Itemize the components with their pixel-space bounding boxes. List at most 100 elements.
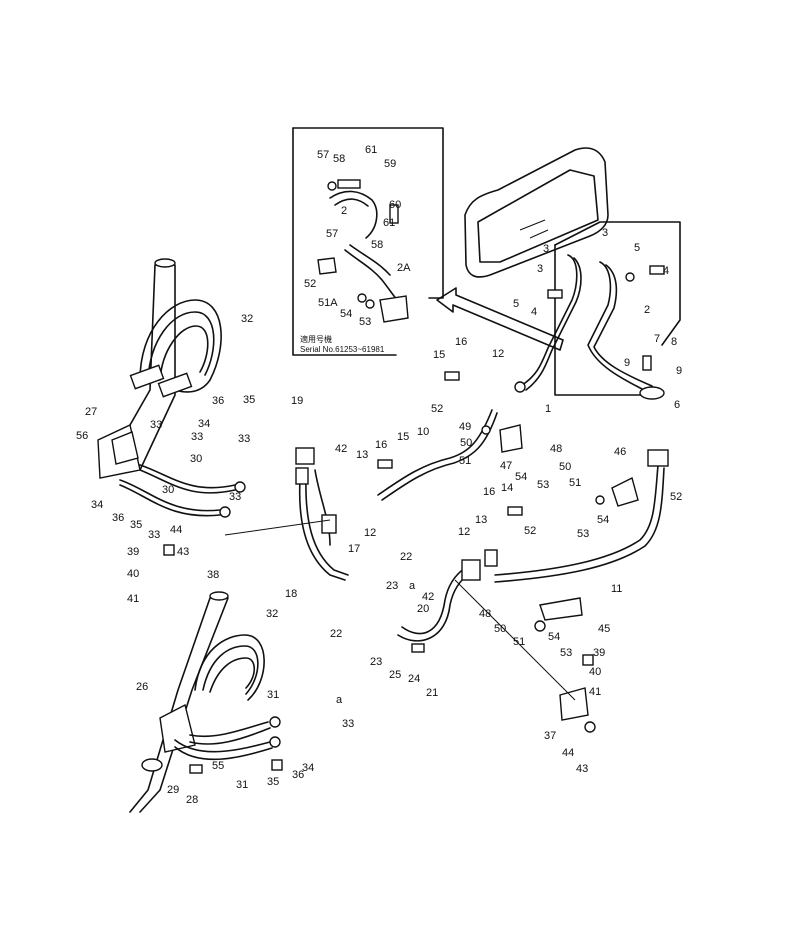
part-label: 30 [162,484,174,496]
part-label: 61 [365,144,377,156]
part-label: 8 [671,336,677,348]
part-label: 52 [524,525,536,537]
part-label: 17 [348,543,360,555]
part-label: 28 [186,794,198,806]
part-label: 20 [417,603,429,615]
part-label: 23 [386,580,398,592]
part-label: 13 [356,449,368,461]
part-label: 33 [342,718,354,730]
part-label: 15 [397,431,409,443]
nut-53 [365,299,375,309]
part-label: 51 [459,455,471,467]
part-label: 34 [91,499,103,511]
part-label: 36 [112,512,124,524]
pipe-1 [514,254,582,393]
part-label: 57 [317,149,329,161]
part-label: 13 [475,514,487,526]
part-label: 48 [550,443,562,455]
part-label: 58 [371,239,383,251]
part-label: 25 [389,669,401,681]
bolt-59 [337,179,361,189]
part-label: 11 [611,583,622,595]
part-label: 37 [544,730,556,742]
part-label: 9 [624,357,630,369]
part-label: 32 [241,313,253,325]
part-label: 2 [644,304,650,316]
part-label: 42 [335,443,347,455]
part-label: 2A [397,262,411,274]
inset-pipe-2 [329,190,378,239]
part-label: 12 [492,348,504,360]
part-label: 4 [531,306,537,318]
part-label: 9 [676,365,682,377]
part-label: 47 [500,460,512,472]
part-label: 51 [513,636,525,648]
part-label: 34 [198,418,210,430]
part-label: 31 [267,689,279,701]
part-label: 54 [340,308,352,320]
washer-54 [357,293,367,303]
part-label: 30 [190,453,202,465]
part-label: 23 [370,656,382,668]
part-label: 29 [167,784,179,796]
part-label: 52 [431,403,443,415]
part-label: 5 [634,242,640,254]
part-label: 51A [318,297,338,309]
part-label: 54 [597,514,609,526]
part-label: 32 [266,608,278,620]
part-label: 41 [589,686,601,698]
left-lever-lower [129,591,281,813]
bolt-60 [389,204,399,224]
part-label: 7 [654,333,660,345]
part-label: 59 [384,158,396,170]
part-label: 5 [513,298,519,310]
clamp-52 [317,257,337,275]
part-label: 48 [479,608,491,620]
part-label: 42 [422,591,434,603]
part-label: 39 [127,546,139,558]
part-label: 15 [433,349,445,361]
part-label: 10 [417,426,429,438]
part-label: 16 [483,486,495,498]
part-label: 39 [593,647,605,659]
part-label: 52 [304,278,316,290]
part-label: 52 [670,491,682,503]
part-label: 6 [674,399,680,411]
part-label: 49 [459,421,471,433]
part-label: 26 [136,681,148,693]
part-label: 53 [359,316,371,328]
bracket-51a [379,295,409,323]
inset-serial-header: 適用号機 [300,334,332,344]
part-label: 60 [389,199,401,211]
part-label: 40 [589,666,601,678]
part-label: 1 [545,403,551,415]
part-label: 53 [537,479,549,491]
part-label: 19 [291,395,303,407]
part-label: a [409,580,416,592]
part-label: 16 [375,439,387,451]
part-label: 4 [663,265,669,277]
part-label: 34 [302,762,314,774]
part-label: 58 [333,153,345,165]
part-label: 12 [458,526,470,538]
part-label: 44 [562,747,574,759]
part-label: 56 [76,430,88,442]
part-label: 53 [577,528,589,540]
part-label: 53 [560,647,572,659]
part-label: 22 [330,628,342,640]
part-label: 3 [602,227,608,239]
part-label: 21 [426,687,438,699]
part-label: 2 [341,205,347,217]
part-label: 33 [150,419,162,431]
part-label: 35 [267,776,279,788]
part-label: 33 [148,529,160,541]
part-label: 27 [85,406,97,418]
part-label: 61 [383,217,395,229]
part-label: 3 [537,263,543,275]
part-label: 55 [212,760,224,772]
part-label: 50 [460,437,472,449]
part-label: 16 [455,336,467,348]
part-label: 3 [543,243,549,255]
part-label: 18 [285,588,297,600]
